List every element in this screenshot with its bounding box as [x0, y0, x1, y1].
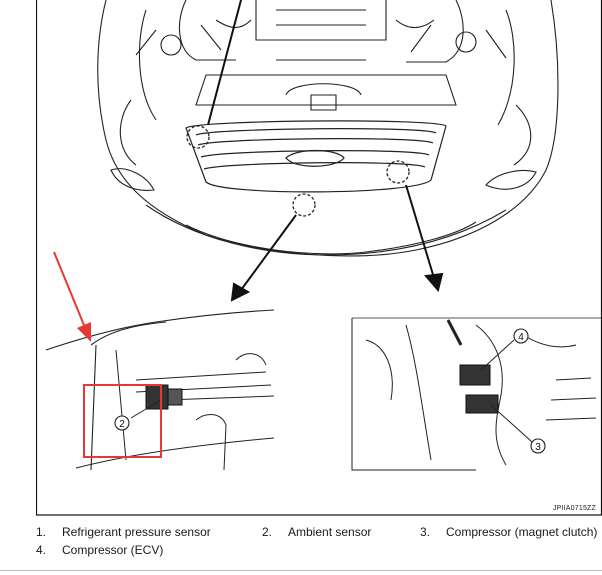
red-highlight-box	[83, 384, 162, 458]
legend-item-2: 2. Ambient sensor	[262, 524, 371, 540]
legend-item-label: Refrigerant pressure sensor	[62, 525, 211, 539]
diagram-figure: 2 4 3 JPIIA0715ZZ	[36, 0, 602, 516]
figure-border	[36, 0, 602, 516]
bottom-divider	[0, 570, 602, 571]
callout-4-label: 4	[518, 332, 524, 343]
red-pointer-arrow-shaft	[53, 251, 87, 331]
callout-2-label: 2	[119, 419, 125, 430]
callout-2-circle	[114, 415, 130, 431]
vehicle-front-illustration: 2 4 3	[36, 0, 602, 516]
detail-right: 4 3	[351, 317, 602, 471]
headlamps	[110, 168, 537, 191]
legend-item-number: 4.	[36, 543, 47, 557]
legend-item-3: 3. Compressor (magnet clutch)	[420, 524, 597, 540]
compressor-clutch-shape	[465, 394, 499, 414]
legend-item-number: 3.	[420, 525, 431, 539]
red-pointer-arrow-head	[77, 322, 91, 342]
legend-row-2: 4. Compressor (ECV)	[36, 542, 602, 560]
location-circles	[186, 125, 410, 217]
legend-row-1: 1. Refrigerant pressure sensor 2. Ambient …	[36, 524, 602, 542]
figure-id: JPIIA0715ZZ	[552, 505, 596, 512]
ambient-sensor-shape	[145, 384, 169, 410]
front-bumper	[145, 204, 507, 256]
pointer-arrows	[207, 0, 444, 302]
callout-3-circle	[530, 438, 546, 454]
callout-3-label: 3	[535, 442, 541, 453]
legend-item-number: 2.	[262, 525, 273, 539]
engine-details	[135, 19, 507, 61]
legend-item-label: Ambient sensor	[288, 525, 372, 539]
legend-item-label: Compressor (ECV)	[62, 543, 164, 557]
legend-item-4: 4. Compressor (ECV)	[36, 542, 163, 558]
callout-4-circle	[513, 328, 529, 344]
detail-left: 2	[45, 251, 275, 471]
front-grille	[185, 120, 447, 193]
legend-item-number: 1.	[36, 525, 47, 539]
compressor-ecv-shape	[459, 364, 491, 386]
legend-item-1: 1. Refrigerant pressure sensor	[36, 524, 211, 540]
legend-item-label: Compressor (magnet clutch)	[446, 525, 598, 539]
